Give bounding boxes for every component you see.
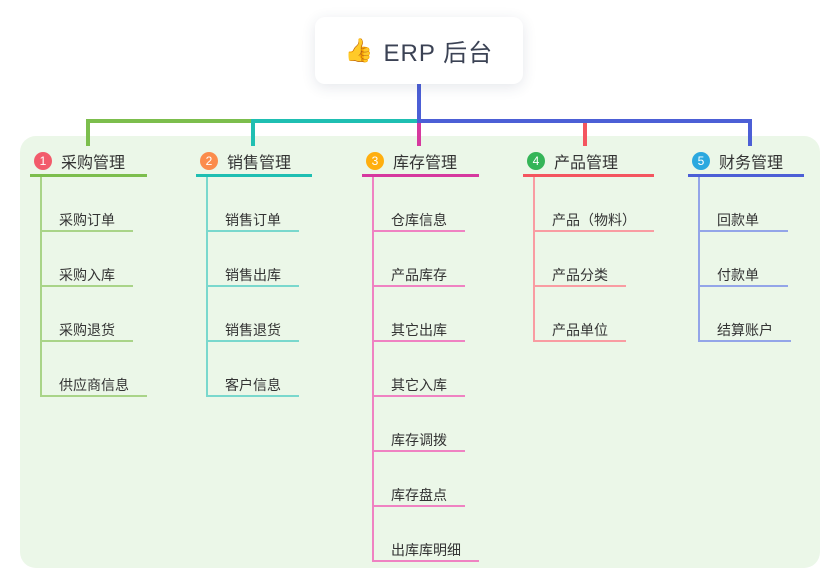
branch-label: 库存管理 [393, 155, 458, 172]
node-inventory-child-3[interactable]: 其它出库 [374, 287, 465, 342]
branch-children-product: 产品（物料）产品分类产品单位 [533, 177, 654, 342]
node-finance-child-1[interactable]: 回款单 [700, 177, 788, 232]
branch-label: 财务管理 [719, 155, 784, 172]
node-inventory-child-4[interactable]: 其它入库 [374, 342, 465, 397]
branch-children-inventory: 仓库信息产品库存其它出库其它入库库存调拨库存盘点出库库明细 [372, 177, 479, 562]
mindmap-panel [20, 136, 820, 568]
node-product-child-3[interactable]: 产品单位 [535, 287, 626, 342]
node-inventory-child-7[interactable]: 出库库明细 [374, 507, 479, 562]
branch-number-badge: 5 [692, 152, 710, 170]
branch-sales: 2 销售管理销售订单销售出库销售退货客户信息 [196, 148, 312, 397]
node-inventory-child-1[interactable]: 仓库信息 [374, 177, 465, 232]
thumbs-up-icon: 👍 [344, 37, 374, 63]
node-purchase-child-2[interactable]: 采购入库 [42, 232, 133, 287]
root-title: ERP 后台 [383, 40, 494, 67]
node-finance-child-2[interactable]: 付款单 [700, 232, 788, 287]
branch-children-sales: 销售订单销售出库销售退货客户信息 [206, 177, 312, 397]
branch-header-inventory[interactable]: 3 库存管理 [362, 148, 479, 177]
node-inventory-child-6[interactable]: 库存盘点 [374, 452, 465, 507]
branch-number-badge: 4 [527, 152, 545, 170]
branch-label: 采购管理 [61, 155, 126, 172]
branch-header-sales[interactable]: 2 销售管理 [196, 148, 312, 177]
node-sales-child-1[interactable]: 销售订单 [208, 177, 299, 232]
node-purchase-child-1[interactable]: 采购订单 [42, 177, 133, 232]
connector-root-vertical [417, 84, 421, 119]
connector-bus-segment-1 [86, 119, 255, 123]
root-node-erp[interactable]: 👍 ERP 后台 [315, 17, 523, 84]
node-purchase-child-4[interactable]: 供应商信息 [42, 342, 147, 397]
connector-bus-segment-2 [251, 119, 421, 123]
branch-label: 产品管理 [554, 155, 619, 172]
connector-branch-product-vertical [583, 123, 587, 146]
connector-branch-purchase-vertical [86, 119, 90, 146]
connector-branch-sales-vertical [251, 119, 255, 146]
branch-product: 4 产品管理产品（物料）产品分类产品单位 [523, 148, 654, 342]
branch-children-finance: 回款单付款单结算账户 [698, 177, 804, 342]
node-finance-child-3[interactable]: 结算账户 [700, 287, 791, 342]
node-sales-child-3[interactable]: 销售退货 [208, 287, 299, 342]
branch-purchase: 1 采购管理采购订单采购入库采购退货供应商信息 [30, 148, 147, 397]
branch-label: 销售管理 [227, 155, 292, 172]
node-inventory-child-5[interactable]: 库存调拨 [374, 397, 465, 452]
branch-finance: 5 财务管理回款单付款单结算账户 [688, 148, 804, 342]
branch-number-badge: 2 [200, 152, 218, 170]
branch-children-purchase: 采购订单采购入库采购退货供应商信息 [40, 177, 147, 397]
node-product-child-2[interactable]: 产品分类 [535, 232, 626, 287]
node-product-child-1[interactable]: 产品（物料） [535, 177, 654, 232]
branch-header-product[interactable]: 4 产品管理 [523, 148, 654, 177]
connector-branch-inventory-vertical [417, 123, 421, 146]
node-sales-child-4[interactable]: 客户信息 [208, 342, 299, 397]
node-sales-child-2[interactable]: 销售出库 [208, 232, 299, 287]
branch-number-badge: 3 [366, 152, 384, 170]
connector-branch-finance-vertical [748, 119, 752, 146]
branch-header-purchase[interactable]: 1 采购管理 [30, 148, 147, 177]
node-purchase-child-3[interactable]: 采购退货 [42, 287, 133, 342]
connector-bus-segment-3 [417, 119, 752, 123]
node-inventory-child-2[interactable]: 产品库存 [374, 232, 465, 287]
branch-inventory: 3 库存管理仓库信息产品库存其它出库其它入库库存调拨库存盘点出库库明细 [362, 148, 479, 562]
branch-header-finance[interactable]: 5 财务管理 [688, 148, 804, 177]
branch-number-badge: 1 [34, 152, 52, 170]
